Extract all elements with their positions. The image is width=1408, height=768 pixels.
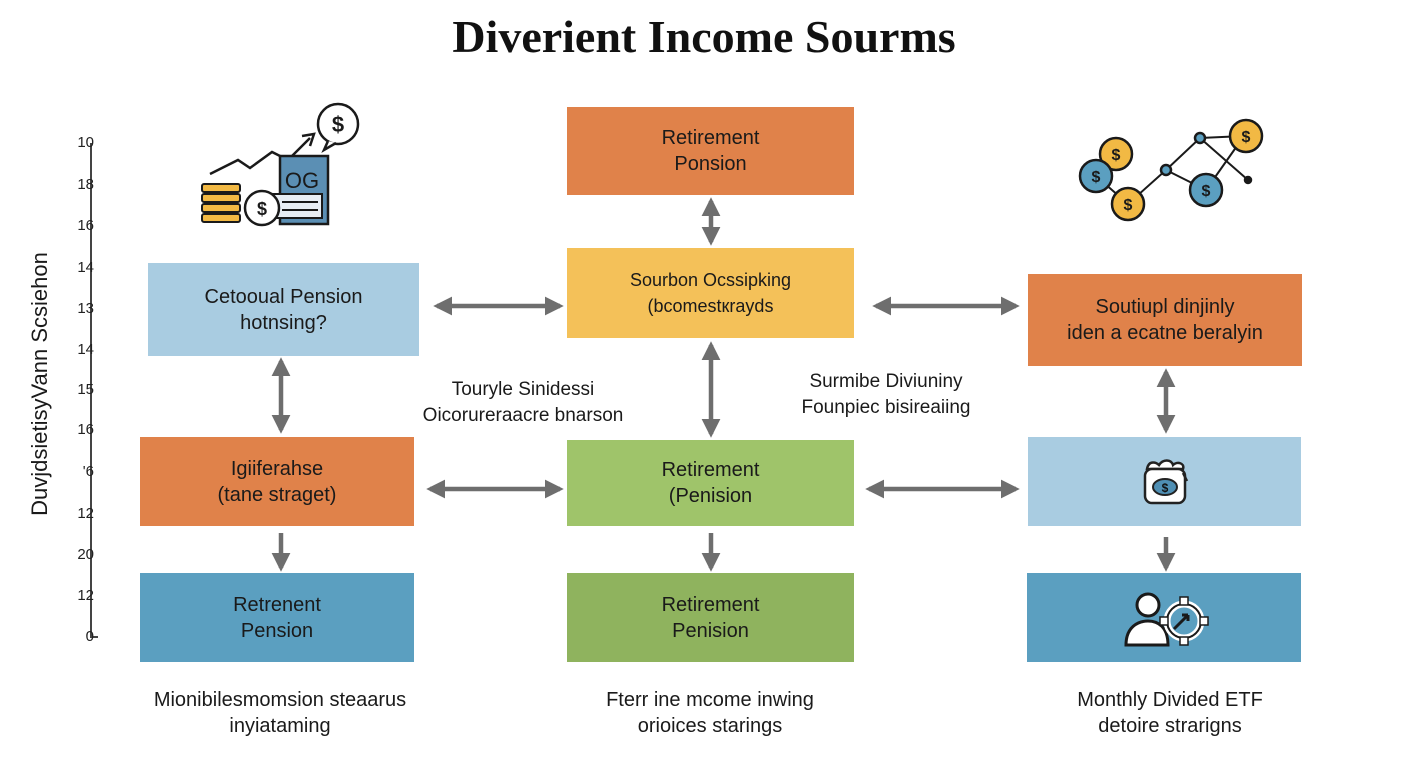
box-line: Soutiupl dinjinly (1095, 296, 1235, 318)
box-soutiupl: Soutiupl dinjinly iden a ecatne beralyin (1028, 274, 1302, 366)
caption-line: inyiataming (229, 715, 331, 737)
axis-tick: 10 (77, 134, 94, 151)
axis-tick: 0 (85, 628, 94, 645)
box-cetooual-pension: Cetooual Pension hotnsing? (148, 263, 419, 356)
box-line: Pension (240, 619, 314, 642)
caption-line: Mionibilesmomsion steaarus (153, 689, 407, 711)
box-line: Retirement (661, 593, 760, 616)
box-line: Retirement (661, 127, 760, 149)
label-line: Founpiec bisireaiing (801, 397, 971, 418)
box-retirement-penision-mid: Retirement (Penision (567, 440, 854, 526)
axis-tick: 20 (77, 546, 94, 563)
axis-line (90, 143, 92, 637)
box-line: Retrenent (233, 593, 321, 616)
axis-tick: 12 (77, 505, 94, 522)
box-retirement-pension-top: Retirement Ponsion (567, 107, 854, 195)
caption-center: Fterr ine mcome inwing orioices starings (560, 687, 860, 739)
svg-text:$: $ (1112, 147, 1121, 164)
axis-base (90, 636, 98, 638)
label-line: Oicorureraacre bnarson (422, 405, 624, 426)
box-retrenent-pension: Retrenent Pension (140, 573, 414, 662)
box-igiiferahse: Igiiferahse (tane straget) (140, 437, 414, 526)
svg-text:$: $ (1092, 169, 1101, 186)
box-line: (tane straget) (217, 483, 337, 506)
svg-text:$: $ (257, 199, 267, 219)
label-line: Surmibe Diviuniny (809, 371, 963, 392)
axis-tick: 15 (77, 381, 94, 398)
svg-text:$: $ (1124, 197, 1133, 214)
box-line: Sourbon Ocssipking (629, 270, 792, 290)
svg-text:$: $ (1242, 129, 1251, 146)
floating-label-right: Surmibe Diviuniny Founpiec bisireaiing (776, 369, 996, 421)
box-sourbon: Sourbon Ocssipking (bcomestкrayds (567, 248, 854, 338)
caption-line: Fterr ine mcome inwing (606, 689, 814, 711)
diagram-title: Diverient Income Sourms (452, 11, 956, 62)
axis-tick: 16 (77, 217, 94, 234)
axis-tick: 16 (77, 421, 94, 438)
box-line: (Penision (668, 485, 753, 507)
box-line: hotnsing? (240, 311, 327, 334)
box-line: (bcomestкrayds (647, 296, 774, 316)
axis-tick: 14 (77, 341, 94, 358)
axis-tick: 13 (77, 300, 94, 317)
svg-text:$: $ (332, 112, 344, 137)
box-line: iden a ecatne beralyin (1067, 322, 1263, 344)
person-gear-icon (1124, 592, 1209, 646)
box-line: Igiiferahse (230, 457, 324, 480)
dollar-network-icon: $ $ $ $ $ (1078, 118, 1264, 222)
svg-text:$: $ (1202, 183, 1211, 200)
box-money-bag: $ (1028, 437, 1301, 526)
axis-tick: 18 (77, 176, 94, 193)
caption-left: Mionibilesmomsion steaarus inyiataming (120, 687, 440, 739)
finance-chart-icon: OG $ $ (201, 102, 360, 227)
box-retirement-penision-bottom: Retirement Penision (567, 573, 854, 662)
box-line: Penision (672, 619, 749, 642)
label-line: Touryle Sinidessi (451, 379, 595, 400)
axis-tick: 14 (77, 259, 94, 276)
svg-text:$: $ (1161, 481, 1168, 495)
caption-line: Monthly Divided ETF (1077, 689, 1263, 711)
box-line: Retirement (661, 459, 760, 481)
svg-text:OG: OG (285, 168, 319, 193)
caption-line: orioices starings (637, 715, 783, 737)
caption-right: Monthly Divided ETF detoire strarigns (1030, 687, 1310, 739)
box-line: Cetooual Pension (204, 285, 363, 308)
axis-tick: '6 (82, 463, 94, 480)
box-line: Ponsion (674, 153, 747, 175)
box-person-gear (1027, 573, 1301, 662)
axis-tick: 12 (77, 587, 94, 604)
money-bag-icon: $ (1143, 458, 1188, 504)
floating-label-left: Touryle Sinidessi Oicorureraacre bnarson (405, 377, 641, 429)
caption-line: detoire strarigns (1098, 715, 1242, 737)
